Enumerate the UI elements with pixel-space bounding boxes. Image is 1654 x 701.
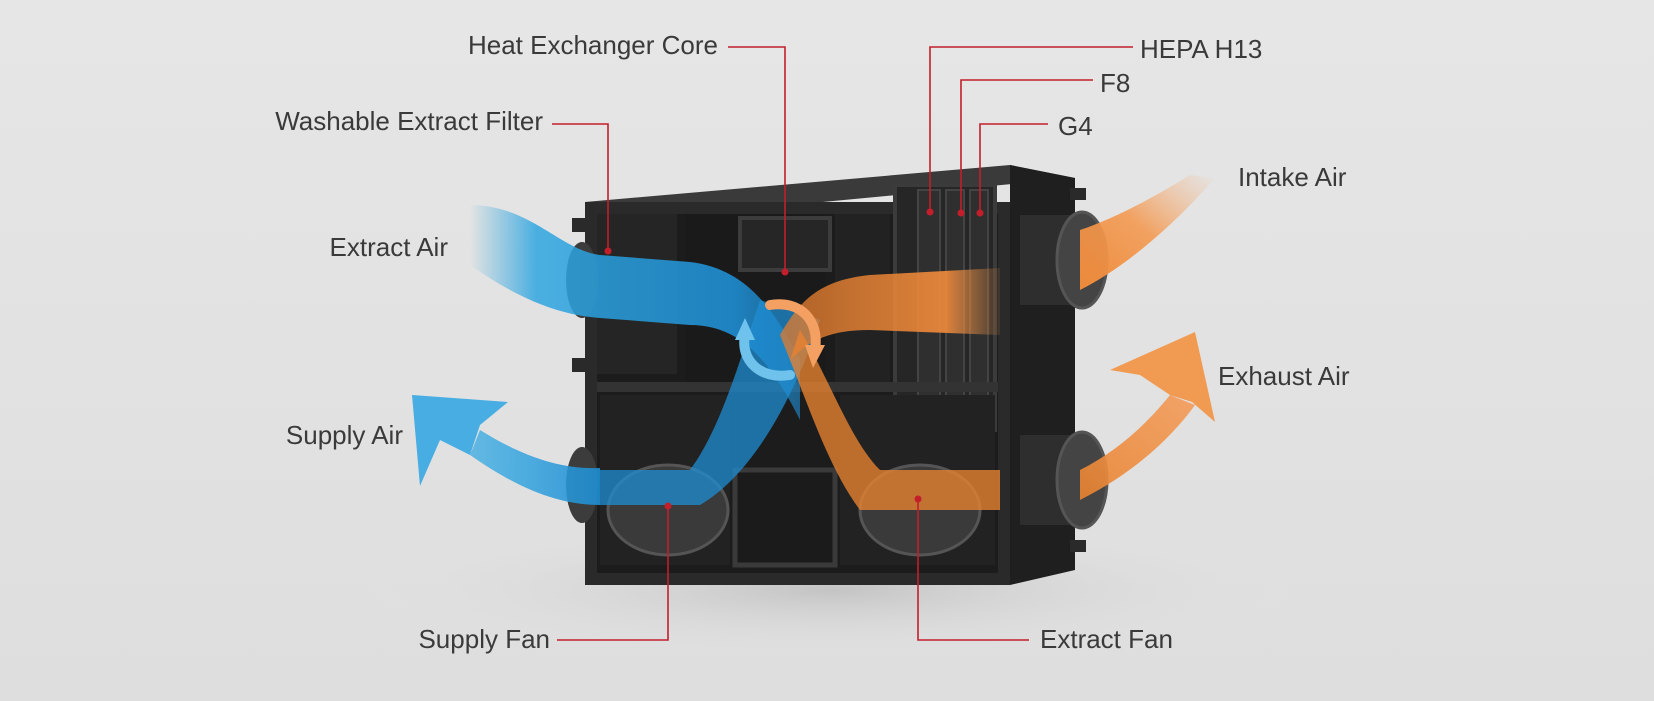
label-extract-air: Extract Air [330,232,449,262]
label-hepa-h13: HEPA H13 [1140,34,1262,64]
label-supply-fan: Supply Fan [418,624,550,654]
label-heat-exchanger-core: Heat Exchanger Core [468,30,718,60]
exhaust-air-arrow [1110,332,1215,422]
label-f8: F8 [1100,68,1130,98]
extract-air-flow [470,205,800,420]
cross-flow-orange [790,330,1000,510]
exhaust-air-flow [1080,395,1195,500]
intake-through-flow [780,268,1000,360]
intake-air-flow [1080,175,1215,290]
label-washable-extract-filter: Washable Extract Filter [275,106,543,136]
label-intake-air: Intake Air [1238,162,1347,192]
leader-lines [552,46,1133,641]
air-flows [412,175,1215,510]
label-g4: G4 [1058,111,1093,141]
cross-flow-blue [600,300,820,505]
label-supply-air: Supply Air [286,420,403,450]
supply-air-flow [470,430,600,505]
rotation-arrow-cool [739,330,795,381]
unit-body [566,165,1109,585]
rotation-arrow-warm [765,299,821,355]
label-exhaust-air: Exhaust Air [1218,361,1350,391]
supply-air-arrow [412,395,508,486]
label-extract-fan: Extract Fan [1040,624,1173,654]
